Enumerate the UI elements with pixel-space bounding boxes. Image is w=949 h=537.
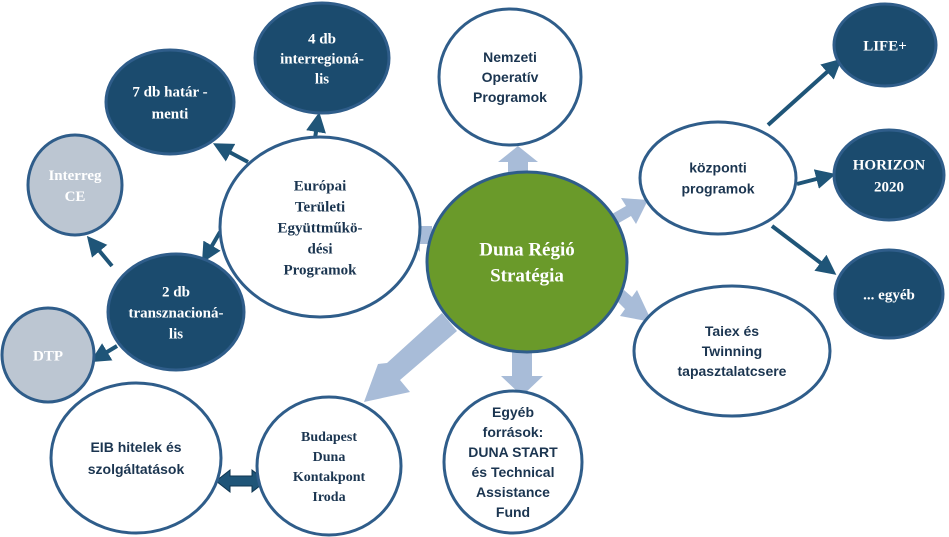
thick-arrows <box>364 146 652 402</box>
label-line: DUNA START <box>468 444 558 460</box>
label-line: Iroda <box>312 490 345 505</box>
node-horizon[interactable] <box>832 128 946 222</box>
label-line: menti <box>152 106 189 122</box>
label-line: Stratégia <box>490 266 564 287</box>
label-line: EIB hitelek és <box>90 439 181 455</box>
label-line: 2 db <box>162 284 190 300</box>
label-line: Taiex és <box>705 323 759 339</box>
arrow-europai-to-transz2 <box>201 230 222 263</box>
label-line: programok <box>681 180 754 196</box>
label-taiex: Taiex és Twinning tapasztalatcsere <box>678 323 787 379</box>
node-hatar7[interactable] <box>104 48 236 156</box>
node-egyeb-forrasok[interactable] <box>442 389 584 535</box>
node-interreg4[interactable] <box>253 1 391 115</box>
node-nemzeti[interactable] <box>437 7 583 147</box>
label-line: DTP <box>33 348 63 364</box>
label-line: szolgáltatások <box>88 461 185 477</box>
arrow-center-to-nemzeti <box>498 146 538 178</box>
label-line: Nemzeti <box>483 49 537 65</box>
label-line: Duna <box>313 450 346 465</box>
label-line: 4 db <box>308 31 336 47</box>
label-egyeb: ... egyéb <box>863 287 915 303</box>
label-line: transznacioná- <box>129 305 224 321</box>
label-line: 7 db határ - <box>132 84 207 100</box>
label-transz2: 2 db transznacioná-lis <box>129 284 224 342</box>
label-interreg4: 4 db interregioná-lis <box>280 31 364 87</box>
arrow-europai-to-hatar7 <box>212 143 249 164</box>
label-life: LIFE+ <box>863 38 907 54</box>
label-line: interregioná- <box>280 51 364 67</box>
label-line: Duna Régió <box>479 240 575 261</box>
label-horizon: HORIZON 2020 <box>853 157 926 195</box>
arrow-kozponti-to-life <box>766 58 842 127</box>
node-egyeb[interactable] <box>833 248 945 340</box>
label-line: Operatív <box>482 69 539 85</box>
arrow-center-to-taiex <box>616 290 652 322</box>
node-center[interactable] <box>425 170 629 354</box>
node-kozponti[interactable] <box>638 120 798 236</box>
arrow-center-to-kozponti <box>612 198 648 224</box>
label-line: Fund <box>496 504 530 520</box>
node-transz2[interactable] <box>106 252 246 372</box>
label-line: Együttműkö- <box>277 220 362 236</box>
arrow-kozponti-to-horizon <box>796 169 836 189</box>
label-line: tapasztalatcsere <box>678 363 787 379</box>
label-line: Európai <box>294 178 347 194</box>
arrow-transz2-to-interreg-ce <box>86 235 114 268</box>
label-line: központi <box>689 159 747 175</box>
label-line: lis <box>315 71 329 87</box>
label-kozponti: központi programok <box>681 159 754 196</box>
label-line: Twinning <box>702 343 762 359</box>
label-line: és Technical <box>471 464 554 480</box>
label-eib: EIB hitelek és szolgáltatások <box>88 439 185 477</box>
arrow-center-to-egyeb-forrasok <box>501 348 543 396</box>
label-line: Budapest <box>301 430 357 445</box>
label-line: HORIZON <box>853 157 926 173</box>
label-hatar7: 7 db határ - menti <box>132 84 207 122</box>
label-line: LIFE+ <box>863 38 907 54</box>
label-dtp: DTP <box>33 348 63 364</box>
arrow-europai-to-interreg4 <box>306 112 326 139</box>
node-interreg-ce[interactable] <box>26 133 124 237</box>
label-line: Kontakpont <box>293 470 366 485</box>
label-line: Területi <box>295 199 345 215</box>
node-dtp[interactable] <box>0 306 96 404</box>
arrow-transz2-to-dtp <box>90 343 119 363</box>
arrow-kozponti-to-egyeb <box>770 224 837 275</box>
label-line: Assistance <box>476 484 550 500</box>
label-line: CE <box>65 189 86 205</box>
node-europai[interactable] <box>218 135 422 319</box>
label-line: lis <box>169 326 183 342</box>
label-line: Programok <box>473 89 547 105</box>
label-line: 2020 <box>874 179 904 195</box>
thin-arrows <box>86 58 842 363</box>
node-budapest[interactable] <box>255 395 403 537</box>
node-life[interactable] <box>832 2 938 88</box>
label-line: források: <box>483 424 544 440</box>
label-line: Egyéb <box>492 404 534 420</box>
arrow-center-to-budapest <box>364 313 457 402</box>
node-taiex[interactable] <box>632 284 832 418</box>
node-eib[interactable] <box>49 381 223 535</box>
label-line: Interreg <box>48 168 102 184</box>
label-line: ... egyéb <box>863 287 915 303</box>
label-line: dési <box>307 241 332 257</box>
label-line: Programok <box>283 262 357 278</box>
